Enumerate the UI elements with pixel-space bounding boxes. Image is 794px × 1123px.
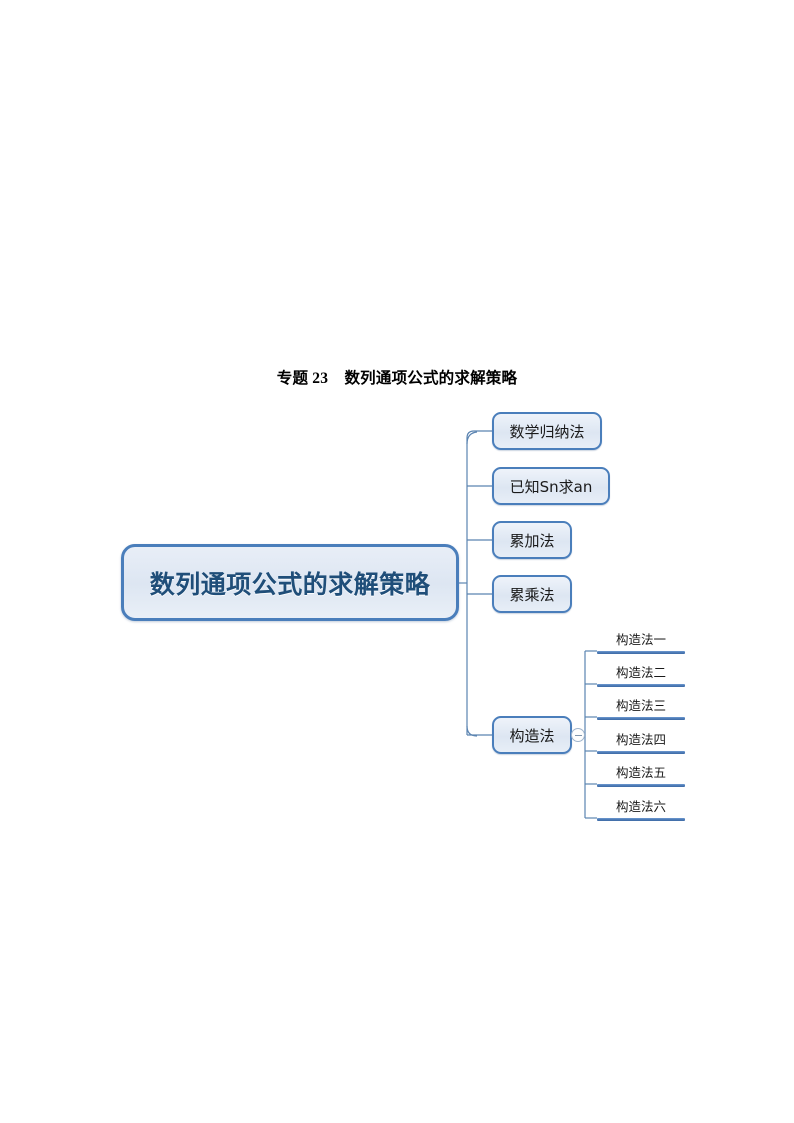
mindmap-node-sn-to-an[interactable]: 已知Sn求an <box>492 467 610 505</box>
mindmap-subnode-underline <box>597 784 685 787</box>
mindmap-subnode-construction-4[interactable]: 构造法四 <box>597 730 685 758</box>
mindmap-node-accumulation-sum[interactable]: 累加法 <box>492 521 572 559</box>
mindmap-subnode-label: 构造法五 <box>615 765 666 780</box>
mindmap-node-construction-method[interactable]: 构造法 <box>492 716 572 754</box>
mindmap-node-mathematical-induction[interactable]: 数学归纳法 <box>492 412 602 450</box>
mindmap-subnode-label: 构造法四 <box>615 732 666 747</box>
mindmap-node-label: 累加法 <box>509 531 555 550</box>
mindmap-subnode-label: 构造法六 <box>615 799 666 814</box>
mindmap-subnode-label: 构造法二 <box>615 665 666 680</box>
mindmap-root-label: 数列通项公式的求解策略 <box>149 569 431 599</box>
mindmap-subnode-underline <box>597 717 685 720</box>
mindmap-node-accumulation-product[interactable]: 累乘法 <box>492 575 572 613</box>
mindmap-node-label: 累乘法 <box>509 585 555 604</box>
mindmap-subnode-construction-2[interactable]: 构造法二 <box>597 663 685 691</box>
mindmap-node-label: 数学归纳法 <box>509 422 585 441</box>
mindmap-subnode-construction-6[interactable]: 构造法六 <box>597 797 685 825</box>
mindmap-node-label: 已知Sn求an <box>509 477 593 496</box>
mindmap-subnode-underline <box>597 684 685 687</box>
mindmap-subnode-label: 构造法一 <box>615 632 666 647</box>
minus-glyph <box>574 734 582 736</box>
mindmap-subnode-label: 构造法三 <box>615 698 666 713</box>
minus-circle-icon[interactable] <box>571 728 585 742</box>
mindmap-subnode-construction-3[interactable]: 构造法三 <box>597 696 685 724</box>
mindmap-root-node[interactable]: 数列通项公式的求解策略 <box>121 544 459 621</box>
mindmap-subnode-underline <box>597 651 685 654</box>
mindmap-subnode-underline <box>597 751 685 754</box>
mindmap-subnode-construction-5[interactable]: 构造法五 <box>597 763 685 791</box>
mindmap-subnode-construction-1[interactable]: 构造法一 <box>597 630 685 658</box>
mindmap-subnode-underline <box>597 818 685 821</box>
page-title: 专题 23 数列通项公式的求解策略 <box>276 370 518 387</box>
mindmap-node-label: 构造法 <box>509 726 555 745</box>
